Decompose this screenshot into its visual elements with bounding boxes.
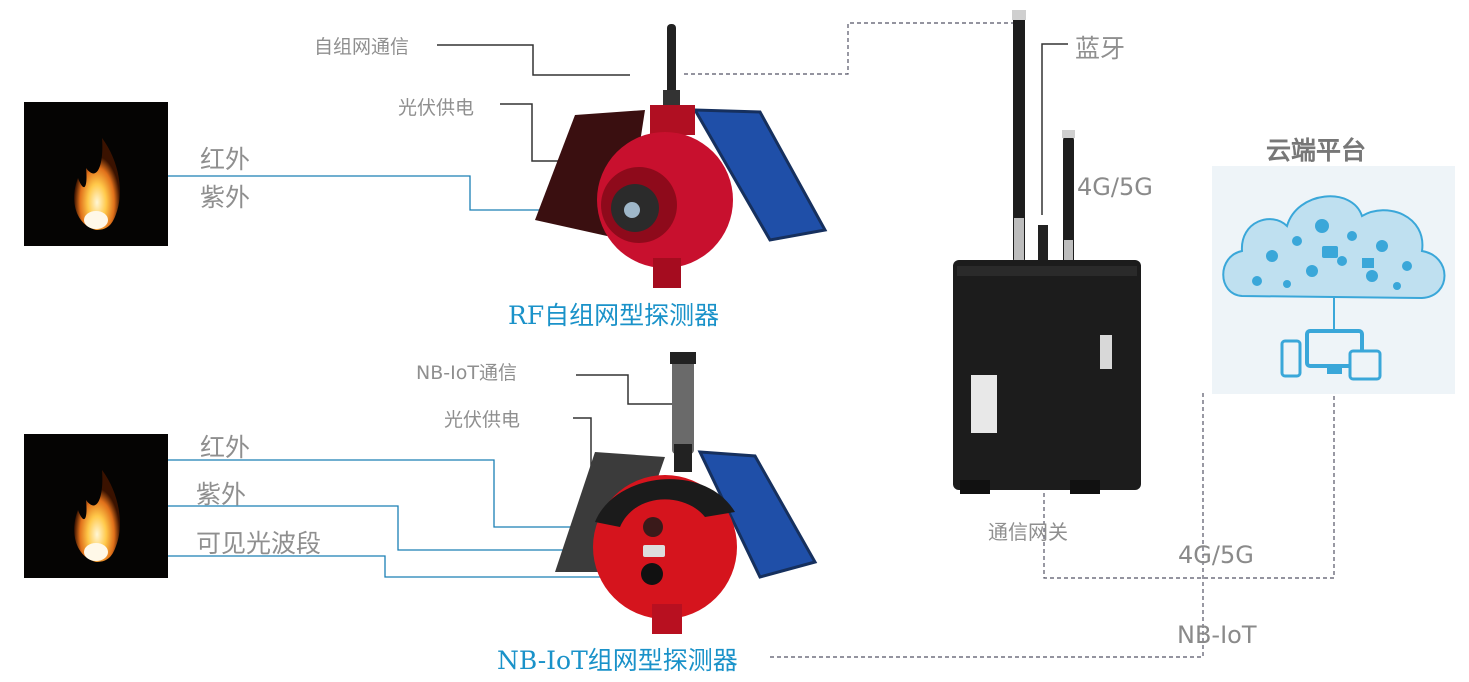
link-4g5g-label: 4G/5G [1178,541,1254,569]
link-nbiot-label: NB-IoT [1177,621,1257,649]
gateway-device [953,10,1141,494]
rf-comm-label: 自组网通信 [314,36,410,58]
gateway-label: 通信网关 [988,520,1068,544]
flame-image-rf [24,102,168,246]
nb-visible-label: 可见光波段 [196,529,322,558]
nb-comm-leader [576,374,676,405]
flame-icon [74,138,120,230]
cloud-platform-image [1212,166,1455,394]
flame-image-nb [24,434,168,578]
bluetooth-antenna-icon [1038,225,1048,265]
nb-visible-leader [165,555,638,578]
rf-solar-leader [500,103,576,162]
cloud-icon [1222,195,1446,381]
cloud-platform-title: 云端平台 [1266,136,1367,165]
rf-detector-title: RF自组网型探测器 [508,301,720,330]
rf-comm-leader [437,44,630,76]
nb-solar-panel-icon [697,450,818,579]
nb-solar-label: 光伏供电 [444,409,521,431]
rf-ir-label: 红外 [200,145,251,174]
bluetooth-leader [1041,43,1068,215]
rf-antenna-icon [667,24,676,94]
rf-to-gateway-link [684,22,1016,75]
rf-detector-device [535,24,828,288]
nb-detector-device [555,352,818,634]
nb-ir-label: 红外 [200,433,251,462]
nbiot-link [770,393,1204,658]
antenna-4g5g-label: 4G/5G [1077,173,1153,201]
nb-comm-label: NB-IoT通信 [416,362,517,384]
rf-solar-label: 光伏供电 [398,97,475,119]
rf-uv-label: 紫外 [200,183,251,212]
rf-solar-panel-icon [692,108,828,242]
nb-antenna-icon [672,354,694,454]
gateway-antenna-icon [1013,14,1025,264]
flame-icon [74,470,120,562]
bluetooth-label: 蓝牙 [1075,34,1126,63]
tablet-icon [1348,349,1382,381]
phone-icon [1280,339,1302,378]
gateway-antenna-icon [1063,135,1074,265]
nb-detector-title: NB-IoT组网型探测器 [497,646,738,675]
gateway-to-cloud-4g-link [1043,390,1335,579]
nb-uv-label: 紫外 [196,480,247,509]
nb-uv-leader [165,505,626,551]
